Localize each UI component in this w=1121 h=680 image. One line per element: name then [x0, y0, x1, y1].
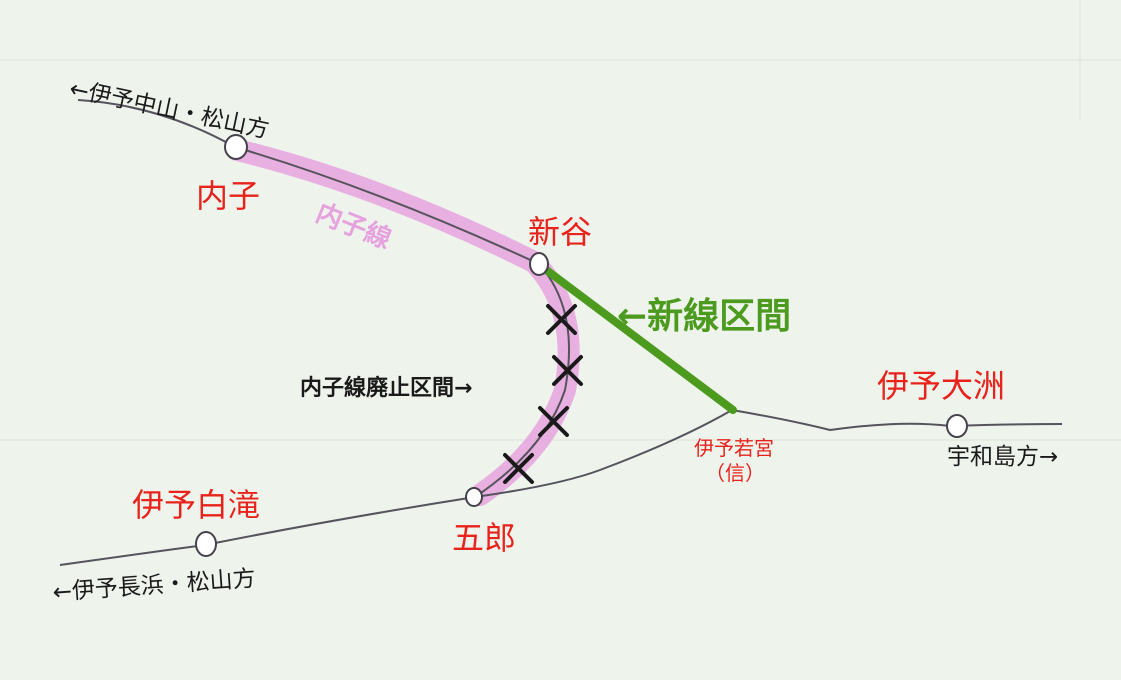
background-texture	[0, 0, 1121, 441]
station-marker-icon	[529, 252, 549, 276]
station-marker-icon	[195, 531, 217, 557]
track-upper	[77, 99, 540, 265]
new-section-label: ←新線区間	[617, 296, 792, 337]
station-label-uchiko: 内子	[196, 177, 261, 215]
cross-mark-icon	[538, 406, 569, 437]
abolished-section-label: 内子線廃止区間→	[300, 376, 473, 401]
station-note-iyo-wakamiya: （信）	[705, 461, 765, 485]
cross-mark-icon	[546, 304, 577, 335]
station-label-iyo-wakamiya: 伊予若宮	[694, 436, 774, 460]
track-old-uchiko	[474, 263, 570, 498]
station-label-iyo-shirataki: 伊予白滝	[132, 486, 261, 524]
station-marker-icon	[224, 134, 248, 160]
station-marker-icon	[465, 487, 483, 507]
station-label-goro: 五郎	[452, 519, 517, 557]
station-marker-icon	[946, 414, 968, 438]
track-lower	[59, 408, 1063, 566]
direction-label-uwajima: 宇和島方→	[947, 444, 1059, 470]
station-label-niiya: 新谷	[528, 213, 593, 251]
station-label-iyo-ozu: 伊予大洲	[877, 367, 1006, 405]
new-section-line	[537, 262, 737, 414]
cross-mark-icon	[552, 355, 583, 386]
cross-mark-icon	[503, 453, 534, 484]
uchiko-line-highlight	[226, 139, 580, 506]
